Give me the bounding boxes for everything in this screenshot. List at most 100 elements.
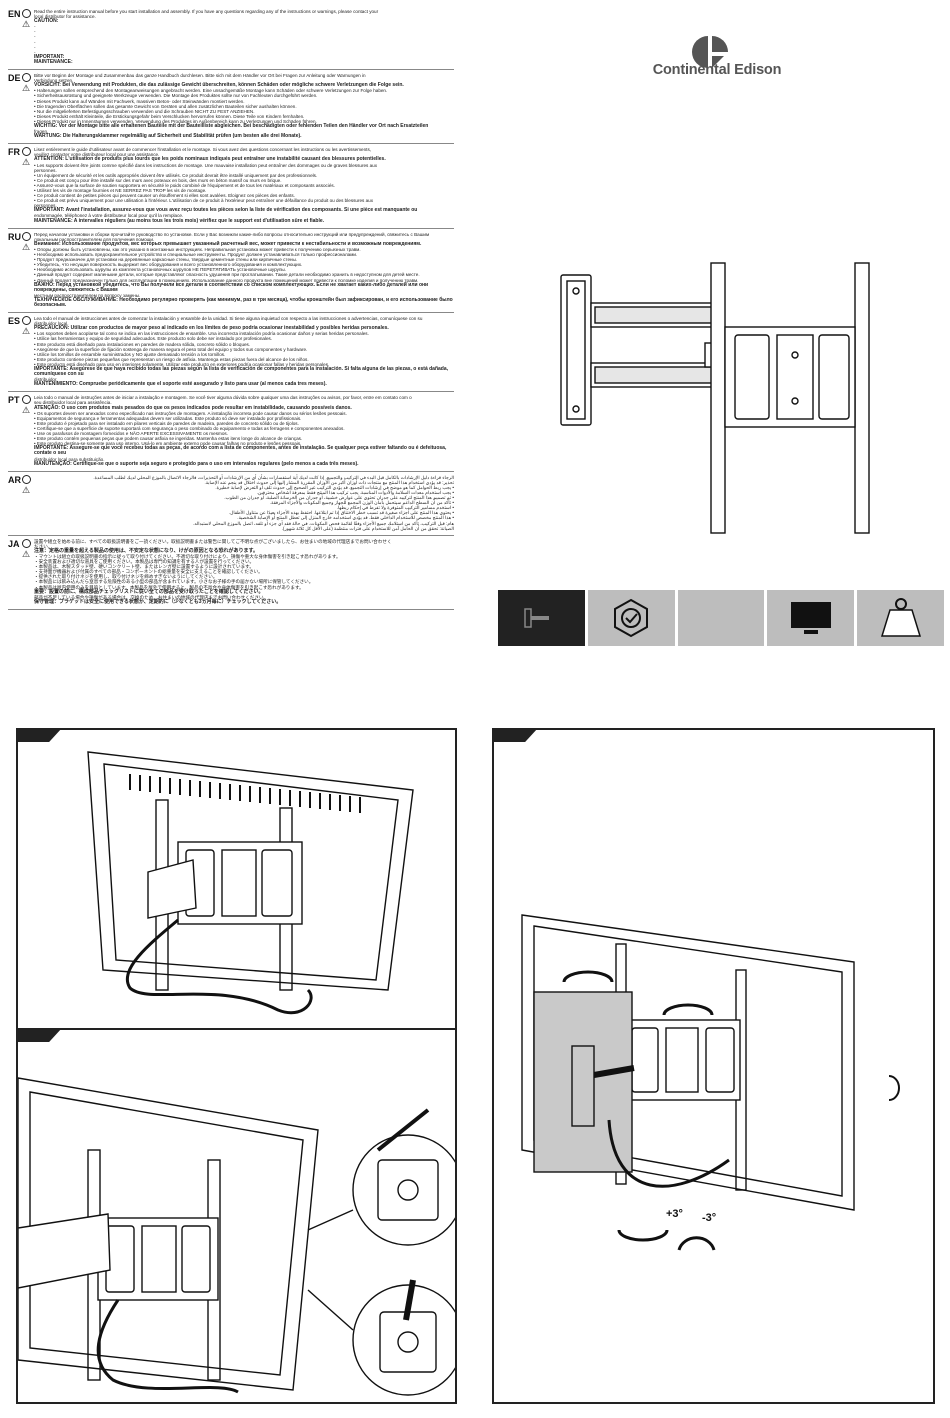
instruction-line: Read the entire instruction manual befor… [34, 9, 379, 14]
certification-badge-icon [614, 598, 649, 638]
instruction-line: • Опоры должны быть установлены, как это… [34, 246, 361, 252]
tilt-up-label: +3° [666, 1208, 683, 1220]
read-manual-icon [22, 73, 31, 83]
instruction-line: ATTENTION: L'utilisation de produits plu… [34, 156, 386, 163]
instruction-line: هام: قبل التركيب، تأكد من استلامك جميع ا… [193, 520, 454, 526]
instructions-column: EN⚠Read the entire instruction manual be… [8, 6, 454, 706]
instruction-line: Bitte vor Beginn der Montage und Zusamme… [34, 73, 366, 79]
instruction-line: distribuidor local para substituição. [34, 456, 105, 462]
instruction-line: MANTENIMIENTO: Compruebe periódicamente … [34, 381, 327, 388]
continental-edison-logo [692, 36, 728, 68]
language-code: PT [8, 395, 20, 406]
language-section-de: DE⚠Bitte vor Beginn der Montage und Zusa… [8, 70, 454, 145]
instruction-line: • Certifique-se que a superfície de supo… [34, 425, 345, 431]
instruction-line: • Asegúrese de que la superficie de fija… [34, 346, 308, 352]
warning-icon: ⚠ [22, 405, 31, 416]
instruction-line: - [34, 29, 36, 35]
instruction-line: • Assurez-vous que la surface de soutien… [34, 182, 335, 188]
instruction-line: VORSICHT: Bei Verwendung mit Produkten, … [34, 82, 404, 89]
instruction-line: تحذير: قد يؤدي استخدام هذا المنتج مع منت… [204, 479, 455, 485]
warning-icon: ⚠ [22, 19, 31, 29]
instruction-line: seu distribuidor local para assistência. [34, 400, 112, 406]
instruction-line: • Este produto contém pequenas peças que… [34, 436, 303, 442]
instruction-line: 保守管理：ブラケットは安全に使用できる状態か、定期的に（少なくとも3ヵ月毎に）チ… [34, 598, 282, 605]
language-code: ES [8, 316, 21, 327]
instruction-line: ВАЖНО: Перед установкой убедитесь, что В… [34, 281, 429, 293]
instruction-line: • Ce produit est prévu uniquement pour u… [34, 198, 374, 204]
instruction-line: IMPORTANTE: Assegure-se que você recebeu… [34, 445, 447, 457]
instruction-line: veuillez contacter votre distributeur lo… [34, 152, 160, 158]
read-manual-icon [22, 395, 31, 405]
instruction-line: • Les supports doivent être joints comme… [34, 162, 378, 168]
step-panel-2 [16, 1028, 457, 1404]
step-corner-marker [18, 730, 62, 742]
instruction-line: • Halterungen sollen entsprechend den Mo… [34, 88, 388, 94]
tile-blank [677, 590, 765, 646]
instruction-line: ださい。 [34, 543, 53, 549]
instruction-line: ・本製品は、木製スタッド壁、硬いコンクリート壁、またはレンガ壁に設置するように設… [34, 564, 254, 570]
instruction-line: • Utilice los tornillos de ensamble sumi… [34, 351, 226, 357]
instruction-line: MAINTENANCE: A intervalles réguliers (au… [34, 217, 325, 224]
instruction-line: ・本製品は屋内使用のみを目的としています。本製品を屋外で使用すると、製品の不具合… [34, 584, 304, 590]
instruction-line: • Ce produit est conçu pour être install… [34, 177, 282, 183]
instruction-line: локальным распространителем для получени… [34, 236, 155, 242]
instruction-line: الرجاء قراءة دليل الإرشادات بالكامل قبل … [93, 474, 454, 480]
instruction-line: 重要：設置の前に、構成部品チェックリストに従い全ての部品を受け取ったことを確認し… [34, 588, 264, 595]
warning-icon: ⚠ [22, 548, 31, 559]
read-manual-icon [22, 147, 31, 157]
instruction-line: • يحتوي هذا المنتج على أجزاء صغيرة قد تس… [228, 510, 454, 516]
warning-icon: ⚠ [22, 241, 31, 252]
instruction-line: Lisez entièrement le guide d'utilisateur… [34, 147, 372, 153]
instruction-line: • استخدم مسامير التركيب المتوفرة ولا تفر… [336, 505, 454, 511]
step-2-illustration [18, 1077, 455, 1396]
instruction-line: Lea todo el manual de instrucciones ante… [34, 316, 423, 322]
language-code: DE [8, 73, 21, 84]
instruction-line: IMPORTANT: [34, 53, 65, 60]
language-section-en: EN⚠Read the entire instruction manual be… [8, 6, 454, 71]
language-code: RU [8, 231, 21, 242]
language-section-ru: RU⚠Перед началом установки и сборки проч… [8, 229, 454, 314]
instruction-line: Leia todo o manual de instruções antes d… [34, 395, 412, 401]
step-panel-3: +3° -3° [492, 728, 935, 1404]
instruction-line: • هذا المنتج مخصص للاستخدام الداخلي فقط.… [237, 515, 454, 521]
language-section-es: ES⚠Lea todo el manual de instrucciones a… [8, 313, 454, 393]
step-corner-marker [18, 1030, 62, 1042]
instruction-line: • Este producto contiene piezas pequeñas… [34, 356, 309, 362]
instruction-line: Перед началом установки и сборки прочита… [34, 231, 430, 237]
instruction-line: Verbindung setzen. [34, 78, 74, 84]
read-manual-icon [22, 231, 31, 241]
step-3-illustration [521, 914, 900, 1251]
instruction-line: ・提供された取り付けネジを使用し、取り付けネジを締めすぎないようにしてください。 [34, 574, 218, 580]
instruction-line: ・本製品には飲み込んだら窒息する危険性のある小型の部品が含まれています。小さなお… [34, 579, 314, 585]
instruction-line: MAINTENANCE: [34, 58, 73, 65]
language-code: FR [8, 147, 20, 158]
instruction-line: • Use os parafusos de montagem fornecido… [34, 431, 228, 437]
instruction-line: ATENÇÃO: O uso com produtos mais pesados… [34, 404, 352, 411]
instruction-line: MANUTENÇÃO: Certifique-se que o suporte … [34, 460, 359, 467]
instruction-line: местным распространителем по вопросу зам… [34, 292, 141, 298]
instruction-line: 設置や組立を始める前に、すべての取扱説明書をご一読ください。取扱説明書または警告… [34, 538, 392, 544]
tile-certification [587, 590, 675, 646]
instruction-line: 注意：定格の重量を超える製品の使用は、不安定な状態になり、けがの原因となる恐れが… [34, 547, 259, 554]
language-code: EN [8, 9, 21, 19]
feature-icon-strip [498, 590, 944, 646]
instruction-line: • تم تصميم هذا المنتج لتركيبه على جدران … [224, 495, 454, 501]
brand-name: Continental Edison [652, 62, 782, 78]
tv-screen-icon [790, 602, 831, 634]
warning-icon: ⚠ [22, 484, 31, 495]
instruction-line: • Данный продукт содержит маленькие дета… [34, 272, 420, 278]
instruction-line: • يجب ربط الحوامل كما هو موضح في إرشادات… [215, 484, 454, 490]
step-1-illustration [87, 751, 414, 1015]
instruction-line: fragen. [34, 129, 49, 135]
step-panel-1 [16, 728, 457, 1030]
tile-tv [767, 590, 855, 646]
instruction-line: - [34, 39, 36, 45]
tilt-down-label: -3° [702, 1212, 717, 1224]
instruction-line: WARTUNG: Die Halterungsklammer regelmäßi… [34, 133, 302, 140]
read-manual-icon [22, 9, 31, 18]
instruction-line: ・支持面が機器および付属のすべての部品・コンポーネントの総重量を安全に支えること… [34, 569, 263, 575]
instruction-line: • Este produto é projetado para ser inst… [34, 420, 299, 426]
instruction-line: 部品が不足している場合や損傷がある場合は、交換のため、お住まいの地域の代理店まで… [34, 594, 269, 600]
weight-icon [880, 598, 921, 637]
instruction-line: • Dieses Produkt kann auf Wänden mit Fac… [34, 98, 245, 104]
